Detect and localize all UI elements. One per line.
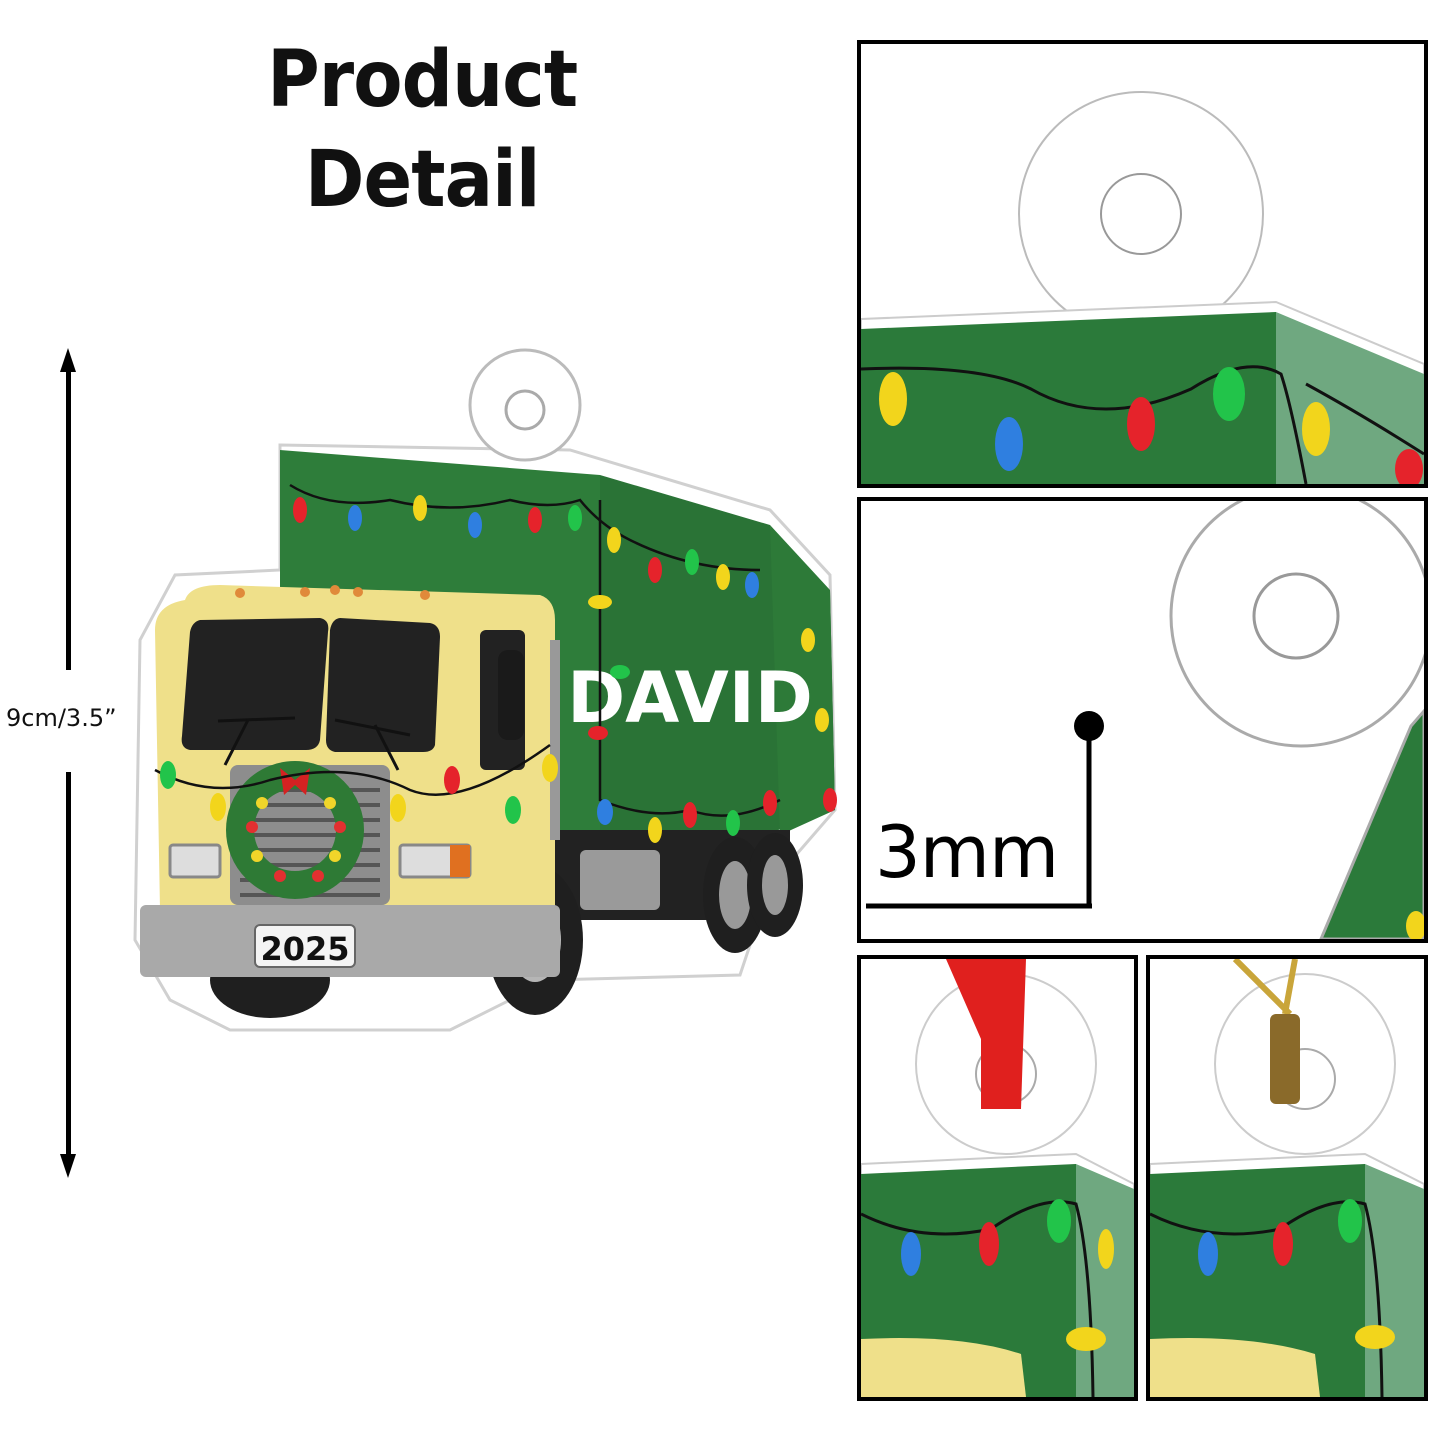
panel-gold-string <box>1146 955 1428 1401</box>
personalized-name: DAVID <box>567 657 813 739</box>
thickness-label: 3mm <box>875 810 1059 894</box>
arrow-down-icon <box>60 1154 76 1178</box>
dimension-line-top <box>66 370 71 670</box>
panel-thickness: 3mm <box>857 497 1428 943</box>
panel-hole-closeup <box>857 40 1428 488</box>
panel-red-ribbon <box>857 955 1138 1401</box>
height-label: 9cm/3.5” <box>6 704 117 732</box>
dimension-line-bottom <box>66 772 71 1156</box>
page-title: Product Detail <box>267 35 578 225</box>
license-plate-text: 2025 <box>260 930 349 968</box>
arrow-up-icon <box>60 348 76 372</box>
product-image: DAVID <box>130 340 850 1040</box>
